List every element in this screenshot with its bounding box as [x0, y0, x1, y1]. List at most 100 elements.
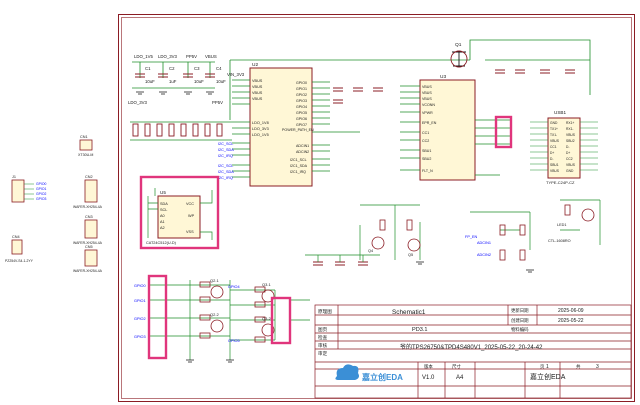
usb-pin-gnd-a: GND: [550, 121, 558, 125]
u2-pin-gpio7: GPIO7: [296, 123, 307, 127]
tb-size: A4: [456, 375, 464, 381]
tb-label-version: 版本: [424, 363, 433, 370]
cap-c3-ref: C3: [194, 66, 200, 71]
cap-c2-ref: C2: [169, 66, 175, 71]
net-i2c-sda-2: I2C_SDA: [218, 170, 234, 174]
cn1-part: XT30U-M: [78, 153, 93, 157]
net-ldo3v3-top: LDO_3V3: [158, 54, 177, 59]
gpio-net-labels-bottom: GPIO0 GPIO1 GPIO2 GPIO3 GPIO4 GPIO5: [134, 284, 240, 343]
net-ldo1v5-top: LDO_1V5: [134, 54, 153, 59]
gpio-switch-block: [150, 280, 310, 360]
cap-c3-val: 10uF: [194, 79, 204, 84]
tb-label-check: 检查: [318, 334, 328, 341]
connector-j1: J1 GPIO0 GPIO1 GPIO2 GPIO3: [11, 175, 46, 203]
sheet-border-inner: [121, 17, 632, 399]
usb-pin-tx1p: TX1+: [550, 127, 558, 131]
u2-pin-ldo3v3: LDO_3V3: [252, 127, 269, 131]
mid-right-parts: [371, 204, 595, 261]
u3-pin-cc1: CC1: [422, 131, 429, 135]
u2-pin-power-path-en: POWER_PATH_EN: [282, 128, 314, 132]
ic-u2-ref: U2: [252, 62, 258, 68]
u3-pin-sbu2: SBU2: [422, 157, 431, 161]
u2-pin-i2c1-irq: I2C1_IRQ: [290, 170, 306, 174]
tb-update-date: 2025-06-09: [558, 308, 584, 314]
mosfet-q3-2: Q3.2: [262, 316, 271, 321]
tb-label-figure: 图页: [318, 327, 328, 333]
u2-right-pins: [312, 81, 360, 172]
highlight-boxes: [139, 115, 513, 360]
tb-label-audit: 审核: [318, 342, 328, 349]
usb-pin-tx1n: TX1-: [550, 133, 557, 137]
usb-pin-dn-b: D-: [566, 145, 569, 149]
ic-u3: U3: [419, 74, 476, 181]
highlight-output-resistors: [270, 296, 292, 345]
tb-create-date: 2025-05-22: [558, 318, 584, 324]
cap-c2-val: 1uF: [169, 79, 177, 84]
net-pp5v-left: PP5V: [212, 100, 223, 105]
connector-cn4: CN4 PZ254V-S4-1-2YY: [5, 235, 34, 263]
j1-pin-3: GPIO3: [36, 197, 46, 201]
usb-pin-vbus-a: VBUS: [550, 139, 560, 143]
u2-right-pin-labels: GPIO0 GPIO1 GPIO2 GPIO3 GPIO4 GPIO5 GPIO…: [282, 81, 314, 174]
usb-pin-gnd-b: GND: [566, 169, 574, 173]
u2-pin-vbus-3: VBUS: [252, 91, 263, 95]
ic-u5-eeprom: U5 CAT24C512(U-D): [146, 190, 201, 245]
u5-part: CAT24C512(U-D): [146, 241, 177, 245]
net-gpio0-b: GPIO0: [134, 284, 146, 288]
tb-label-approve: 审定: [318, 350, 328, 357]
u5-pin-vcc: VCC: [186, 202, 194, 206]
sheet-border-outer: [118, 14, 635, 402]
caps-top-left-labels: C1 10uF C2 1uF C3 10uF C4 10uF: [145, 66, 226, 84]
u3-pin-labels: VBUS VBUS VBUS VCONN VPWR EPR_EN CC1 CC2…: [422, 85, 437, 173]
usb-pin-dp-a: D+: [550, 151, 554, 155]
u2-pin-i2c1-scl: I2C1_SCL: [290, 158, 307, 162]
cn4-part: PZ254V-S4-1-2YY: [5, 259, 34, 263]
usb-pin-vbus-d: VBUS: [566, 163, 576, 167]
tb-drawn-value: Schematic1: [392, 309, 426, 316]
cap-c4-ref: C4: [216, 66, 222, 71]
j1-pin-0: GPIO0: [36, 182, 46, 186]
logo-text: 嘉立创EDA: [361, 372, 403, 382]
net-gpio3-b: GPIO3: [134, 335, 146, 339]
caps-bottom: [313, 261, 368, 266]
resistor-bank-top: [132, 123, 223, 137]
u5-pin-wp: WP: [188, 214, 195, 218]
u5-ref: U5: [160, 190, 166, 195]
u5-pin-vss: VSS: [186, 230, 194, 234]
mid-right-block: [359, 199, 601, 260]
mosfet-q2-2: Q2.2: [210, 312, 219, 317]
u2-pin-i2c1-sda: I2C1_SDA: [290, 164, 308, 168]
u2-left-net-labels: I2C_SCL I2C_SDA I2C_IRQ I2C_SCL I2C_SDA …: [218, 142, 234, 180]
u2-pin-ldo1v5: LDO_1V5: [252, 133, 269, 137]
u2-pin-gpio5: GPIO5: [296, 111, 307, 115]
ic-u2: U2: [249, 62, 313, 187]
u3-pins: [400, 85, 510, 176]
net-adcin1: ADCIN1: [477, 241, 491, 245]
connector-cn5: CN5 WAFER-XH254-4A: [73, 245, 103, 273]
u3-pin-flt-n: FLT_N: [422, 169, 433, 173]
caps-top-left: [135, 73, 215, 78]
mosfet-q1: [450, 50, 468, 68]
u2-pin-gpio0: GPIO0: [296, 81, 307, 85]
cn1-ref: CN1: [80, 135, 88, 139]
led-part: CTL-1608RO: [548, 239, 571, 243]
u5-pin-sda: SDA: [160, 202, 168, 206]
mosfet-labels: Q2.1 Q2.2 Q3.1 Q3.2: [210, 278, 271, 321]
cn2-part: WAFER-XH254-4A: [73, 205, 103, 209]
usb-part: TYPE-C24P-CZ: [546, 180, 575, 185]
net-i2c-irq-1: I2C_IRQ: [218, 154, 233, 158]
u5-wiring: [147, 188, 213, 240]
highlight-eeprom: [139, 175, 220, 250]
u5-pin-a2: A2: [160, 226, 165, 230]
gpio-switch-mosfets: [210, 285, 275, 337]
u2-pin-adcin1: ADCIN1: [296, 144, 309, 148]
net-gpio5-b: GPIO5: [228, 339, 240, 343]
tb-label-size: 尺寸: [452, 363, 461, 370]
u2-left-pins: [232, 79, 250, 178]
tb-company: 嘉立创EDA: [530, 372, 566, 381]
u3-pin-vbus-1: VBUS: [422, 85, 432, 89]
usb-c-pin-labels: GND TX1+ TX1- VBUS CC1 D+ D- SBU1 VBUS R…: [550, 121, 576, 173]
net-i2c-scl-1: I2C_SCL: [218, 142, 233, 146]
tb-label-partno: 物料编码: [511, 326, 529, 333]
logo-lceda: 嘉立创EDA: [335, 364, 403, 382]
